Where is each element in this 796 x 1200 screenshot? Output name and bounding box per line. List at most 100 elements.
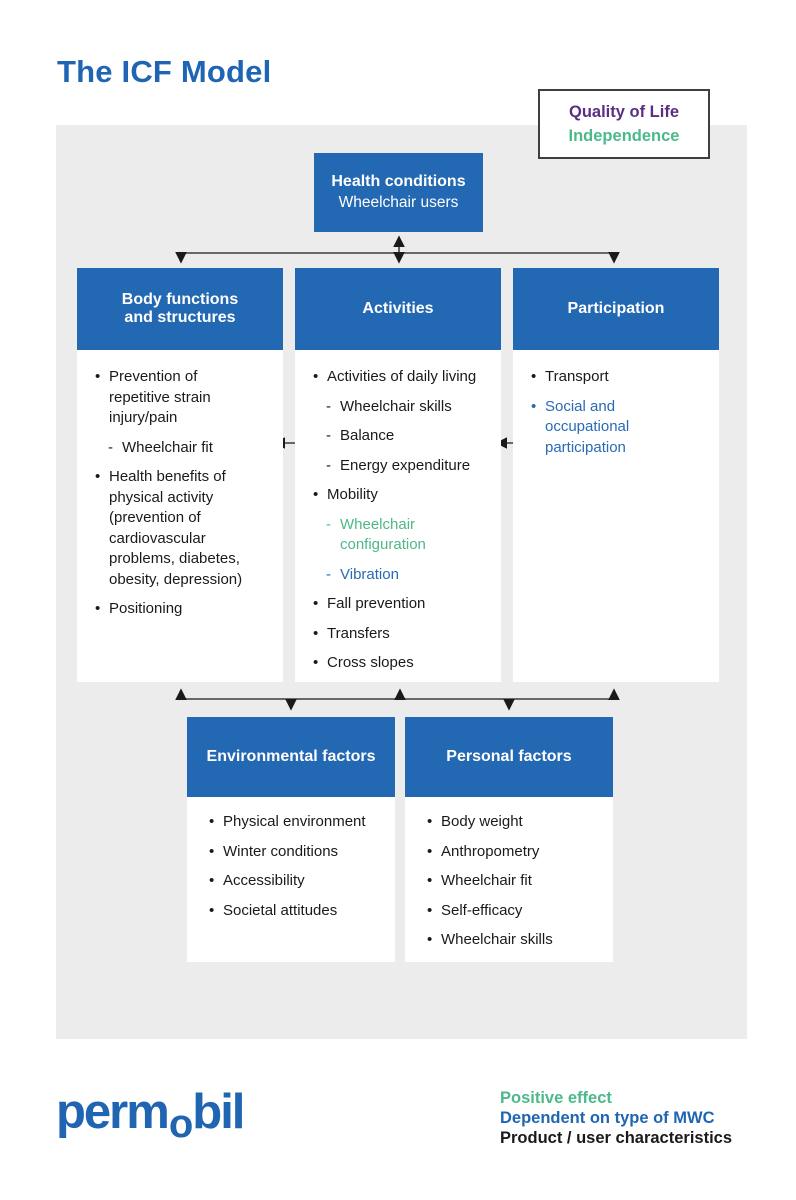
list-item-text: Positioning (109, 600, 183, 617)
color-key-legend: Positive effect Dependent on type of MWC… (500, 1088, 732, 1148)
legend-independence: Independence (568, 126, 680, 145)
list-item: -Wheelchair skills (326, 397, 495, 418)
logo-text-post: bil (192, 1085, 245, 1139)
dash-marker: - (108, 438, 113, 456)
column-header-label: Participation (567, 300, 665, 317)
health-conditions-subtitle: Wheelchair users (338, 194, 459, 211)
box-environmental-factors: Environmental factors • Physical environm… (187, 717, 395, 962)
bullet-marker: • (313, 368, 319, 385)
logo-lowered-o: o (168, 1102, 193, 1146)
bullet-marker: • (427, 901, 433, 919)
bullet-marker: • (313, 486, 319, 503)
list-item-text: Transfers (327, 624, 390, 642)
list-item-text: Mobility (327, 486, 378, 503)
list-item-text: Prevention of repetitive strain injury/p… (109, 368, 211, 426)
list-item: • Positioning (95, 599, 259, 620)
page-title: The ICF Model (57, 54, 272, 89)
list-item-text: Physical environment (223, 813, 366, 830)
bullet-marker: • (313, 654, 319, 671)
dash-marker: - (326, 515, 331, 533)
list-item: • Wheelchair skills (427, 930, 605, 951)
bullet-marker: • (95, 368, 101, 385)
list-item-mwc-dependent: •Social and occupational participation (531, 397, 665, 459)
column-header-label: Activities (362, 300, 434, 317)
list-item-text: Cross slopes (327, 654, 414, 671)
bullet-marker: • (95, 468, 101, 485)
outcome-legend-box: Quality of Life Independence (538, 89, 710, 159)
bullet-marker: • (427, 931, 433, 948)
list-item: -Balance (326, 426, 495, 447)
column-body-functions-list: • Prevention of repetitive strain injury/… (77, 350, 283, 682)
list-item-text: Transport (545, 368, 609, 385)
list-item: • Health benefits of physical activity (p… (95, 467, 259, 590)
key-positive-effect: Positive effect (500, 1089, 612, 1107)
list-item-text: Social and occupational participation (545, 397, 630, 456)
list-item-text: Fall prevention (327, 595, 426, 612)
column-participation: Participation • Transport •Social and occ… (513, 268, 719, 682)
list-item-text: Body weight (441, 813, 523, 830)
bullet-marker: • (209, 901, 215, 919)
bullet-marker: • (531, 368, 537, 385)
column-header-body-functions: Body functions and structures (77, 268, 283, 350)
list-item-text: Self-efficacy (441, 901, 523, 919)
column-header-activities: Activities (295, 268, 501, 350)
column-header-participation: Participation (513, 268, 719, 350)
list-item: • Anthropometry (427, 842, 605, 863)
health-conditions-title: Health conditions (331, 173, 466, 190)
list-item: • Fall prevention (313, 594, 495, 615)
environmental-factors-header: Environmental factors (187, 717, 395, 797)
list-item: • Body weight (427, 812, 605, 833)
list-item-text: Wheelchair fit (122, 438, 213, 456)
list-item-text: Accessibility (223, 872, 305, 889)
list-item: •Activities of daily living (313, 367, 495, 388)
list-item: • Transfers (313, 624, 495, 645)
list-item: • Wheelchair fit (427, 871, 605, 892)
list-item-text: Health benefits of physical activity (pr… (109, 468, 243, 588)
bullet-marker: • (209, 813, 215, 830)
column-activities-list: •Activities of daily living -Wheelchair … (295, 350, 501, 682)
permobil-logo: permobil (56, 1084, 245, 1146)
personal-factors-list: • Body weight • Anthropometry • Wheelchair … (405, 797, 613, 962)
list-item-text: Anthropometry (441, 842, 540, 860)
logo-text-pre: perm (56, 1085, 170, 1139)
list-item: • Societal attitudes (209, 901, 387, 922)
list-item-text: Wheelchair skills (441, 931, 553, 948)
bullet-marker: • (313, 595, 319, 612)
box-personal-factors: Personal factors • Body weight • Anthropom… (405, 717, 613, 962)
bullet-marker: • (427, 872, 433, 889)
list-item: • Transport (531, 367, 665, 388)
list-item-text: Wheelchair configuration (340, 515, 426, 554)
list-item-text: Wheelchair fit (441, 872, 532, 889)
key-product-user-characteristics: Product / user characteristics (500, 1129, 733, 1147)
dash-marker: - (326, 456, 331, 474)
bullet-marker: • (95, 600, 101, 617)
list-item: • Self-efficacy (427, 901, 605, 922)
list-item-mwc-dependent: -Vibration (326, 565, 495, 586)
list-item-text: Winter conditions (223, 842, 339, 860)
list-item: • Prevention of repetitive strain injury/… (95, 367, 259, 429)
bullet-marker: • (313, 624, 319, 642)
personal-factors-header: Personal factors (405, 717, 613, 797)
box-header-label: Personal factors (446, 748, 572, 765)
bullet-marker: • (427, 813, 433, 830)
legend-quality-of-life: Quality of Life (568, 102, 679, 121)
dash-marker: - (326, 565, 331, 583)
list-item: • Mobility (313, 485, 495, 506)
list-item: -Energy expenditure (326, 456, 495, 477)
list-item: • Cross slopes (313, 653, 495, 674)
list-item-text: Energy expenditure (340, 456, 471, 474)
environmental-factors-list: • Physical environment • Winter conditions… (187, 797, 395, 962)
key-dependent-on-mwc: Dependent on type of MWC (500, 1109, 715, 1127)
list-item: • Winter conditions (209, 842, 387, 863)
column-body-functions: Body functions and structures • Preventio… (77, 268, 283, 682)
box-header-label: Environmental factors (206, 748, 376, 765)
dash-marker: - (326, 427, 331, 444)
list-item: -Wheelchair fit (108, 438, 259, 459)
bullet-marker: • (209, 872, 215, 889)
bullet-marker: • (209, 842, 215, 860)
list-item: • Accessibility (209, 871, 387, 892)
list-item-text: Societal attitudes (223, 901, 338, 919)
bullet-marker: • (427, 842, 433, 860)
list-item-positive-effect: -Wheelchair configuration (326, 515, 495, 556)
